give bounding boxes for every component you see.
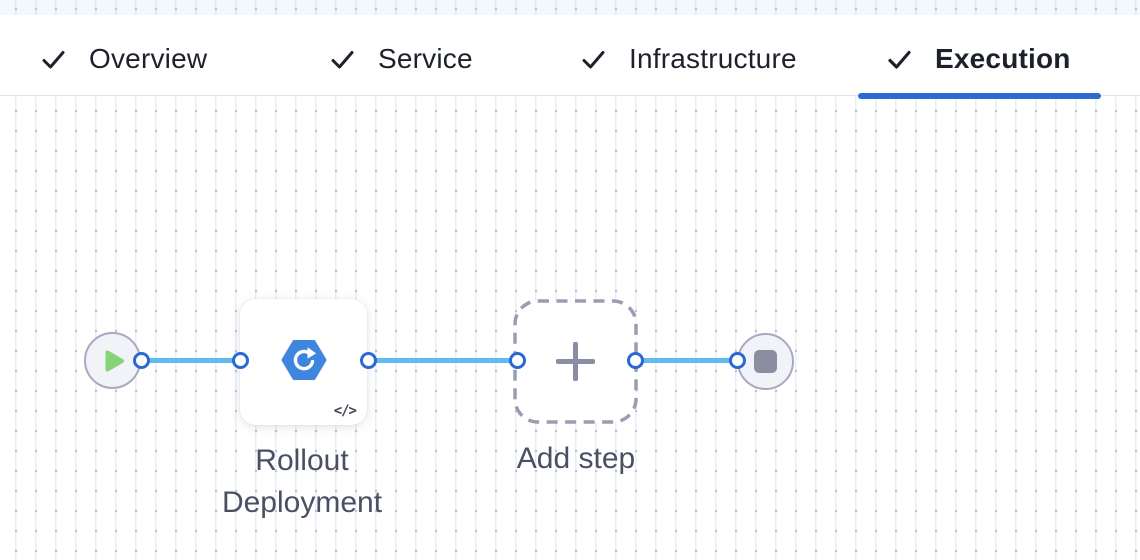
check-icon [42,50,65,68]
check-icon [888,50,911,69]
edge-start-to-step [141,358,240,363]
tab-label: Infrastructure [629,43,797,74]
start-node[interactable] [84,332,141,389]
connector-port[interactable] [728,352,746,369]
pipeline-canvas[interactable]: </> Rollout Deployment Add step [0,96,1140,560]
code-badge-icon: </> [333,403,357,419]
canvas-top-strip [0,0,1140,15]
connector-port[interactable] [508,352,526,369]
tab-label: Execution [935,43,1071,74]
add-step-node[interactable] [513,299,638,424]
stage-config-tabbar: Overview Service Infrastructure Executio… [0,15,1140,99]
connector-port[interactable] [132,352,150,369]
tab-label: Service [378,43,473,74]
step-title: Rollout Deployment [221,444,383,519]
k8s-rollout-icon [281,340,327,380]
play-icon [105,350,124,371]
plus-icon [556,342,595,381]
end-node[interactable] [737,333,794,390]
tab-service[interactable]: Service [299,15,505,95]
check-icon [331,50,354,68]
tab-execution[interactable]: Execution [856,15,1103,99]
add-step-label[interactable]: Add step [516,442,636,475]
step-node-rollout-deployment[interactable]: </> [240,299,367,425]
check-icon [582,50,605,68]
tab-label: Overview [89,43,208,74]
tab-infrastructure[interactable]: Infrastructure [550,15,829,95]
edge-step-to-addstep [368,358,517,363]
connector-port[interactable] [626,352,644,369]
connector-port[interactable] [231,352,249,369]
edge-addstep-to-end [635,358,737,363]
connector-port[interactable] [359,352,377,369]
stop-icon [754,350,777,373]
tab-overview[interactable]: Overview [10,15,239,95]
